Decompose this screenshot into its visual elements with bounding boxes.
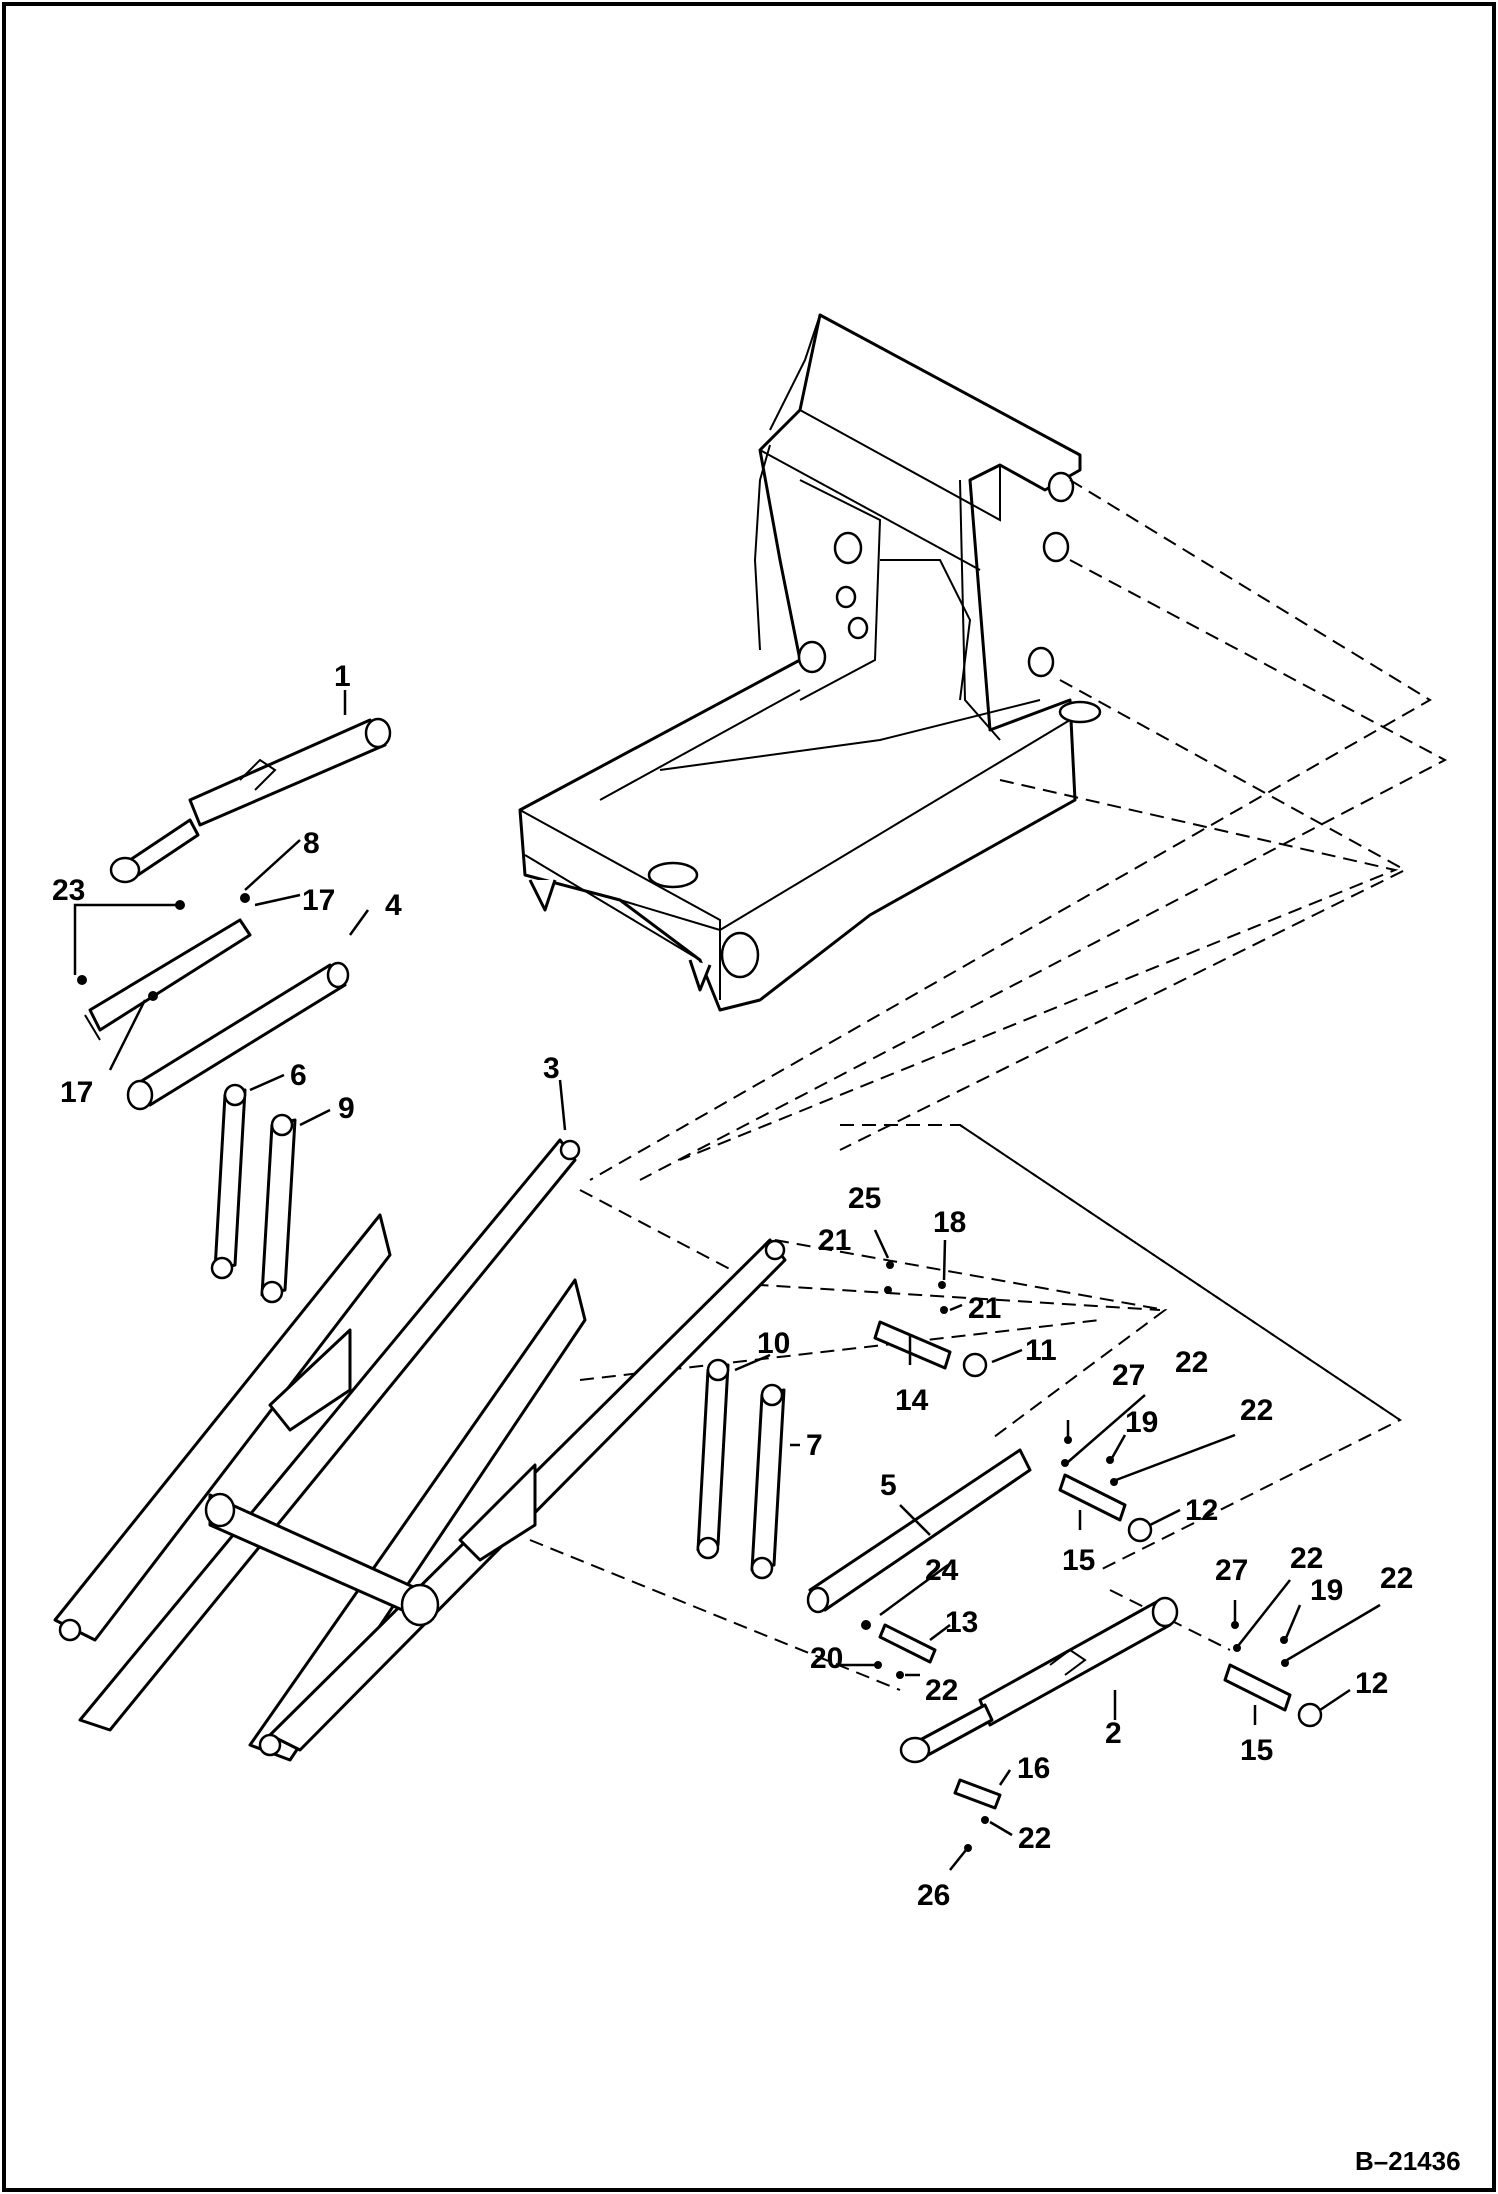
pin-part-25: [886, 1261, 894, 1269]
callout-14: 14: [895, 1384, 929, 1417]
pin-part-24: [861, 1620, 871, 1630]
pin-17b: [148, 991, 158, 1001]
callout-22c: 22: [1290, 1542, 1323, 1575]
tilt-cylinder-2: [899, 1596, 1179, 1764]
callout-27a: 27: [1112, 1359, 1145, 1392]
pin-part-27a: [1064, 1436, 1072, 1444]
rod-part-5: [806, 1448, 1032, 1614]
nut-part-12b: [1297, 1702, 1323, 1728]
callout-3: 3: [543, 1052, 560, 1085]
callout-12a: 12: [1185, 1494, 1218, 1527]
callout-2: 2: [1105, 1717, 1122, 1750]
callout-4: 4: [385, 889, 402, 922]
main-frame: [518, 313, 1102, 1012]
callout-22e: 22: [925, 1674, 958, 1707]
callout-6: 6: [290, 1059, 307, 1092]
callout-25: 25: [848, 1182, 881, 1215]
pin-part-27b: [1231, 1621, 1239, 1629]
callout-9: 9: [338, 1092, 355, 1125]
rod-part-8: [84, 918, 252, 1041]
nut-part-11: [962, 1352, 988, 1378]
callout-5: 5: [880, 1469, 897, 1502]
callout-12b: 12: [1355, 1667, 1388, 1700]
leader-lines: [73, 690, 1381, 1871]
callout-23: 23: [52, 874, 85, 907]
callout-27b: 27: [1215, 1554, 1248, 1587]
pin-part-15b: [1223, 1663, 1292, 1712]
pin-part-16: [953, 1778, 1002, 1810]
nut-part-12a: [1127, 1517, 1153, 1543]
callout-16: 16: [1017, 1752, 1050, 1785]
callout-19b: 19: [1310, 1574, 1343, 1607]
callout-21a: 21: [818, 1224, 851, 1257]
callout-17a: 17: [302, 884, 335, 917]
pin-part-13: [878, 1623, 937, 1664]
pin-part-14: [873, 1320, 952, 1370]
callout-22d: 22: [1380, 1562, 1413, 1595]
callout-15a: 15: [1062, 1544, 1095, 1577]
link-part-6: [210, 1083, 247, 1280]
washer-part-22e: [896, 1671, 904, 1679]
callout-10: 10: [757, 1327, 790, 1360]
assembly-guide-lines: [529, 479, 1448, 1691]
washer-part-22d: [1281, 1659, 1289, 1667]
callout-24: 24: [925, 1554, 959, 1587]
callout-22f: 22: [1018, 1822, 1051, 1855]
lift-arm-assembly-3: [53, 1138, 787, 1762]
callout-15b: 15: [1240, 1734, 1273, 1767]
washer-part-22f: [981, 1816, 989, 1824]
washer-part-22a: [1061, 1459, 1069, 1467]
callout-19a: 19: [1125, 1406, 1158, 1439]
pin-23b: [77, 975, 87, 985]
callout-11: 11: [1025, 1334, 1057, 1367]
washer-part-21a: [884, 1286, 892, 1294]
pin-part-15a: [1058, 1473, 1127, 1522]
pin-17a: [240, 893, 250, 903]
callout-21b: 21: [968, 1292, 1001, 1325]
callout-labels: 1 8 23 17 4 17 6 9 3 25 18 21 21 11 14 1…: [52, 660, 1461, 2176]
link-part-9: [260, 1113, 297, 1304]
callout-13: 13: [945, 1606, 978, 1639]
callout-26: 26: [917, 1879, 950, 1912]
callout-22a: 22: [1175, 1346, 1208, 1379]
callout-8: 8: [303, 827, 320, 860]
rod-part-4: [126, 961, 350, 1111]
callout-1: 1: [334, 660, 351, 693]
link-part-10: [696, 1358, 730, 1560]
pin-part-18: [938, 1281, 946, 1289]
callout-17b: 17: [60, 1076, 93, 1109]
pin-part-20: [874, 1661, 882, 1669]
drawing-reference-number: B–21436: [1355, 2146, 1461, 2176]
callout-20: 20: [810, 1642, 843, 1675]
washer-part-21b: [940, 1306, 948, 1314]
link-part-7: [750, 1383, 786, 1580]
callout-18: 18: [933, 1206, 966, 1239]
lift-cylinder-1: [109, 717, 392, 884]
callout-22b: 22: [1240, 1394, 1273, 1427]
callout-7: 7: [806, 1429, 823, 1462]
